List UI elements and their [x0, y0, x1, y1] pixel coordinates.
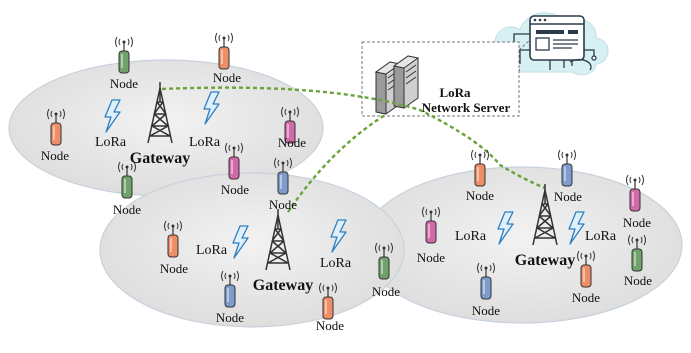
node-label: Node: [160, 261, 188, 276]
lora-label: LoRa: [455, 229, 487, 244]
node-label: Node: [113, 202, 141, 217]
node-icon: [626, 174, 644, 212]
link-left-gateway-to-right-gateway: [161, 86, 546, 190]
lightning-icon: [203, 91, 220, 125]
server-label-line2: Network Server: [422, 100, 511, 115]
server-label-line1: LoRa: [439, 85, 471, 100]
node-label: Node: [41, 148, 69, 163]
node-icon: [47, 108, 65, 146]
node-label: Node: [372, 284, 400, 299]
node-label: Node: [624, 273, 652, 288]
node-label: Node: [278, 135, 306, 150]
node-label: Node: [316, 318, 344, 333]
node-icon: [471, 149, 489, 187]
node-icon: [319, 282, 337, 320]
backhaul-links: [161, 86, 546, 213]
lightning-icon: [330, 219, 347, 253]
node-label: Node: [221, 182, 249, 197]
node-icon: [422, 206, 440, 244]
node-icon: [221, 270, 239, 308]
node-label: Node: [110, 76, 138, 91]
gateway-tower-icon: [147, 82, 173, 144]
node-label: Node: [623, 215, 651, 230]
node-label: Node: [216, 310, 244, 325]
node-label: Node: [466, 188, 494, 203]
gateway-tower-icon: [532, 184, 558, 246]
lightning-icon: [104, 99, 121, 133]
lora-label: LoRa: [196, 243, 228, 258]
lightning-icon: [568, 211, 585, 245]
gateway-label-left: Gateway: [130, 150, 190, 167]
node-label: Node: [472, 303, 500, 318]
lora-label: LoRa: [95, 135, 127, 150]
node-icon: [225, 142, 243, 180]
link-middle-gateway-to-server: [287, 113, 386, 213]
lightning-icon: [497, 211, 514, 245]
gateway-tower-icon: [265, 209, 291, 271]
lora-label: LoRa: [189, 135, 221, 150]
lora-label: LoRa: [320, 256, 352, 271]
node-label: Node: [572, 290, 600, 305]
node-label: Node: [417, 250, 445, 265]
web-browser-icon: [529, 15, 585, 61]
gateway-label-right: Gateway: [515, 252, 575, 269]
node-label: Node: [554, 189, 582, 204]
node-icon: [164, 220, 182, 258]
node-icon: [281, 106, 299, 144]
gateway-label-middle: Gateway: [253, 277, 313, 294]
node-label: Node: [213, 70, 241, 85]
node-icon: [628, 234, 646, 272]
server-cloud-link: [518, 39, 531, 51]
server-icon: [374, 55, 420, 115]
node-icon: [477, 262, 495, 300]
node-label: Node: [269, 197, 297, 212]
node-icon: [115, 36, 133, 74]
node-icon: [274, 157, 292, 195]
node-icon: [118, 161, 136, 199]
lora-label: LoRa: [585, 229, 617, 244]
lightning-icon: [232, 225, 249, 259]
node-icon: [215, 32, 233, 70]
node-icon: [558, 149, 576, 187]
node-icon: [577, 250, 595, 288]
cell-middle: [99, 172, 405, 328]
node-icon: [375, 242, 393, 280]
